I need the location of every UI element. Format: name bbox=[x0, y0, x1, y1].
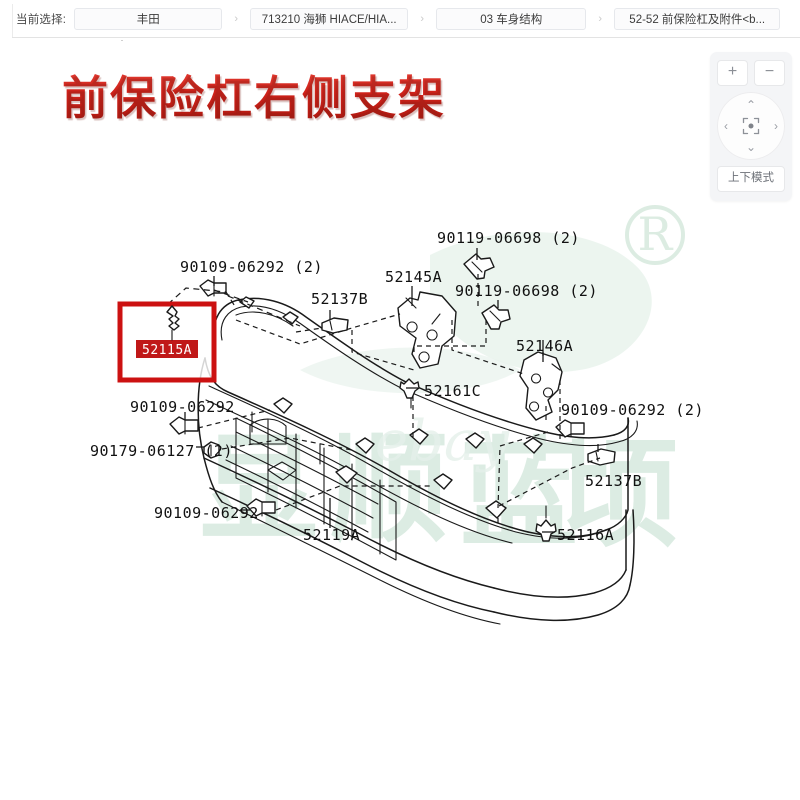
part-label: 90109-06292 (2) bbox=[561, 401, 704, 419]
selected-part-label: 52115A bbox=[142, 343, 192, 358]
part-label: 90109-06292 bbox=[154, 504, 259, 522]
part-label: 52137B bbox=[311, 290, 368, 308]
part-52145a-bracket bbox=[397, 291, 457, 369]
part-label: 52116A bbox=[557, 526, 614, 544]
parts-diagram[interactable]: .ln { fill:none; stroke:#1a1a1a; stroke-… bbox=[0, 40, 800, 640]
breadcrumb-label: 当前选择: bbox=[16, 14, 67, 26]
breadcrumb-separator-icon: › bbox=[420, 13, 425, 25]
zoom-out-button[interactable]: − bbox=[754, 60, 785, 86]
svg-text:蓝: 蓝 bbox=[460, 425, 578, 563]
part-label: 90119-06698 (2) bbox=[455, 282, 598, 300]
clip-52116a bbox=[535, 505, 557, 542]
part-label: 52145A bbox=[385, 268, 442, 286]
watermark-registered-icon: R bbox=[625, 205, 685, 265]
part-label: 90119-06698 (2) bbox=[437, 229, 580, 247]
breadcrumb-item-brand[interactable]: 丰田 bbox=[74, 8, 223, 30]
part-52146a-bracket bbox=[519, 351, 563, 421]
breadcrumb-item-group[interactable]: 03 车身结构 bbox=[436, 8, 587, 30]
breadcrumb-bar: 当前选择: 丰田 › 713210 海狮 HIACE/HIA... › 03 车… bbox=[0, 0, 800, 38]
zoom-in-button[interactable]: + bbox=[717, 60, 748, 86]
bolt-90109-06292-left-2 bbox=[246, 498, 276, 517]
selected-part-highlight[interactable]: 52115A bbox=[117, 301, 217, 383]
bolt-90109-06292-top bbox=[199, 279, 227, 297]
clip-52137b-right bbox=[587, 448, 616, 466]
svg-text:ebay: ebay bbox=[375, 409, 510, 474]
part-label: 52161C bbox=[424, 382, 481, 400]
viewer-controls-panel: + − ⌃ ⌄ ‹ › 上下模式 bbox=[710, 52, 792, 201]
part-number-labels: 90109-06292 (2) 52137B 52145A 90119-0669… bbox=[90, 229, 704, 544]
part-label: 52119A bbox=[303, 526, 360, 544]
part-label: 52137B bbox=[585, 472, 642, 490]
watermark-group: R 显 顺 蓝 顷 ebay bbox=[200, 205, 685, 563]
clip-52161c bbox=[399, 378, 420, 409]
label-leader-lines bbox=[184, 248, 599, 533]
page-title: 前保险杠右侧支架 bbox=[62, 62, 446, 128]
bolt-90119-06698-b bbox=[481, 304, 511, 330]
bolt-90119-06698-a bbox=[463, 253, 495, 280]
pan-right-icon[interactable]: › bbox=[774, 119, 778, 133]
breadcrumb-separator-icon: › bbox=[234, 13, 239, 25]
pan-up-icon[interactable]: ⌃ bbox=[745, 98, 757, 112]
svg-text:R: R bbox=[638, 207, 674, 261]
breadcrumb-item-section[interactable]: 52-52 前保险杠及附件<b... bbox=[614, 8, 781, 30]
pan-dpad[interactable]: ⌃ ⌄ ‹ › bbox=[717, 92, 785, 160]
part-label: 90179-06127 (2) bbox=[90, 442, 233, 460]
bolt-90109-06292-right bbox=[555, 419, 585, 438]
recenter-focus-icon[interactable] bbox=[742, 117, 760, 135]
part-label: 90109-06292 (2) bbox=[180, 258, 323, 276]
svg-text:顷: 顷 bbox=[560, 425, 678, 563]
clip-52137b-top bbox=[321, 317, 349, 334]
breadcrumb-item-model[interactable]: 713210 海狮 HIACE/HIA... bbox=[250, 8, 409, 30]
assembly-dashed-lines bbox=[167, 274, 601, 526]
zoom-button-row: + − bbox=[717, 60, 785, 86]
part-label: 52146A bbox=[516, 337, 573, 355]
breadcrumb-separator-icon: › bbox=[598, 13, 603, 25]
nut-90179-06127 bbox=[203, 441, 220, 459]
updown-mode-button[interactable]: 上下模式 bbox=[717, 166, 785, 192]
bolt-90109-06292-left-1 bbox=[169, 416, 199, 435]
pan-down-icon[interactable]: ⌄ bbox=[745, 140, 757, 154]
breadcrumb-left-rule bbox=[12, 4, 13, 38]
part-label: 90109-06292 bbox=[130, 398, 235, 416]
watermark-latin-text: ebay bbox=[375, 409, 510, 474]
fastener-group bbox=[166, 253, 616, 542]
pan-left-icon[interactable]: ‹ bbox=[724, 119, 728, 133]
